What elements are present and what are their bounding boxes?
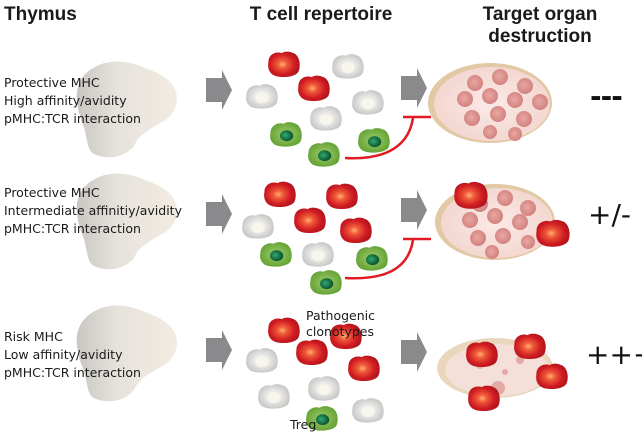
row2-affinity: Intermediate affinitiy/avidity [4,203,182,218]
row1-interaction: pMHC:TCR interaction [4,111,141,126]
header-target-line1: Target organ [482,4,598,25]
row3-mhc: Risk MHC [4,329,63,344]
inhibition-line-row2 [344,239,415,280]
row3-affinity: Low affinity/avidity [4,347,123,362]
target-organ-row2 [435,181,570,260]
naive-t-cell [352,90,384,115]
infiltrating-pathogenic-cell [536,219,570,247]
infiltrating-pathogenic-cell [454,181,488,209]
target-organ-row3 [437,333,568,412]
naive-t-cell [246,84,278,109]
row2-interaction: pMHC:TCR interaction [4,221,141,236]
pathogenic-t-cell [340,217,372,244]
pathogenic-t-cell [298,75,330,102]
pathogenic-label-line2: clonotypes [306,324,374,339]
treg-cell [270,122,302,147]
pathogenic-label-line1: Pathogenic [306,308,376,323]
destruction-score-row1: --- [590,80,623,113]
destruction-score-row3: +++ [586,338,642,371]
repertoire-row1 [246,51,431,167]
naive-t-cell [308,376,340,401]
arrow-repertoire-to-organ-row3 [401,332,427,372]
pathogenic-t-cell [296,339,328,366]
naive-t-cell [258,384,290,409]
pathogenic-clonotypes-label: Pathogenic clonotypes [306,308,375,340]
infiltrating-pathogenic-cell [514,333,546,360]
treg-label: Treg [290,417,317,432]
infiltrating-pathogenic-cell [466,341,498,368]
treg-cell [310,270,342,295]
treg-cell [308,142,340,167]
naive-t-cell [242,214,274,239]
repertoire-row2 [242,181,431,295]
naive-t-cell [310,106,342,131]
arrow-thymus-to-repertoire-row2 [206,194,232,234]
arrow-repertoire-to-organ-row1 [401,68,427,108]
thymus-shape-row3 [76,305,177,402]
naive-t-cell [246,348,278,373]
treg-cell [356,246,388,271]
naive-t-cell [352,398,384,423]
row1-mhc: Protective MHC [4,75,100,90]
row2-description: Protective MHC Intermediate affinitiy/av… [4,184,182,238]
row2-mhc: Protective MHC [4,185,100,200]
arrow-thymus-to-repertoire-row1 [206,70,232,110]
pathogenic-t-cell [268,51,300,78]
infiltrating-pathogenic-cell [468,385,500,412]
naive-t-cell [332,54,364,79]
infiltrating-pathogenic-cell [536,363,568,390]
pathogenic-t-cell [326,183,358,210]
naive-t-cell [302,242,334,267]
pathogenic-t-cell [268,317,300,344]
thymus-shape-row2 [76,173,177,270]
header-target-line2: destruction [488,26,592,47]
pathogenic-t-cell [294,207,326,234]
row1-affinity: High affinity/avidity [4,93,127,108]
row3-interaction: pMHC:TCR interaction [4,365,141,380]
thymus-shape-row1 [76,61,177,158]
arrow-thymus-to-repertoire-row3 [206,330,232,370]
row3-description: Risk MHC Low affinity/avidity pMHC:TCR i… [4,328,141,382]
pathogenic-t-cell [348,355,380,382]
header-target-organ: Target organ destruction [455,4,625,48]
treg-cell [358,128,390,153]
arrow-repertoire-to-organ-row2 [401,190,427,230]
inhibition-line-row1 [344,117,415,160]
treg-cell [260,242,292,267]
destruction-score-row2: +/- [588,198,631,231]
header-thymus: Thymus [4,4,77,25]
target-organ-row1 [428,63,552,143]
header-t-cell-repertoire: T cell repertoire [249,4,393,25]
pathogenic-t-cell [264,181,296,208]
row1-description: Protective MHC High affinity/avidity pMH… [4,74,141,128]
